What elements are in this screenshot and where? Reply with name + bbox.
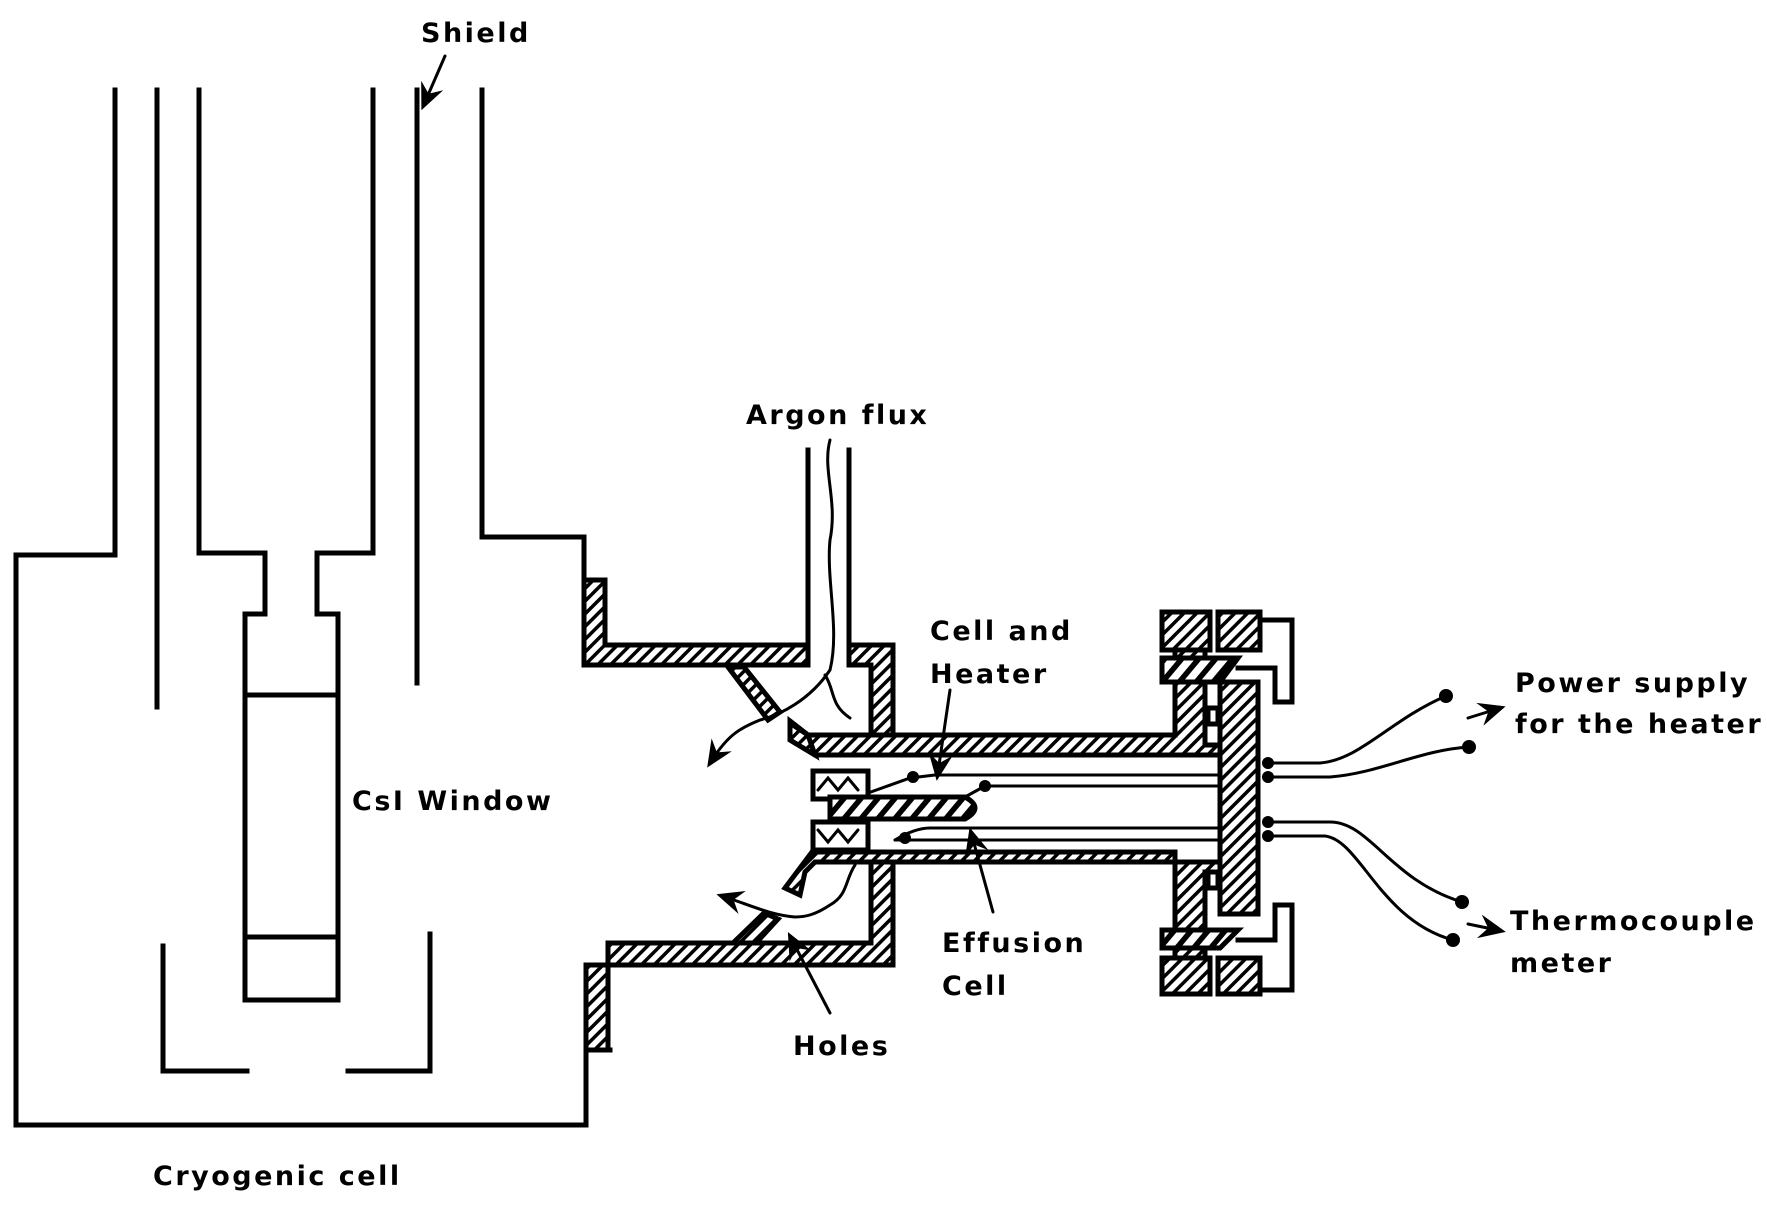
heater-lead-dot-1 <box>907 771 919 783</box>
label-power-supply-2: for the heater <box>1515 709 1763 740</box>
shield-pointer-arrow <box>421 54 447 111</box>
heater-lead-1 <box>866 773 937 795</box>
cap-top-thread <box>816 775 860 793</box>
lower-shield-right <box>345 931 433 1074</box>
label-effusion-cell-2: Cell <box>942 971 1009 1002</box>
argon-tube-housing <box>846 642 896 738</box>
tc-lead <box>893 826 932 842</box>
label-effusion-cell-1: Effusion <box>942 928 1086 959</box>
cryogenic-cell <box>13 87 613 1128</box>
outer-shroud <box>13 87 613 1128</box>
effusion-cell-pointer-arrow <box>965 827 995 914</box>
clamp-top-inner-block <box>1215 609 1263 653</box>
label-argon-flux: Argon flux <box>746 400 929 431</box>
clamp-bottom-screw <box>1159 927 1245 951</box>
label-power-supply-1: Power supply <box>1515 668 1750 699</box>
outer-shroud-right <box>479 87 587 583</box>
thermocouple-arrow <box>1466 914 1506 939</box>
arrows <box>421 54 1506 1015</box>
heater-body <box>827 794 978 822</box>
label-cryogenic-cell: Cryogenic cell <box>153 1161 402 1192</box>
tc-lead-out-2 <box>1266 834 1455 942</box>
clamp-bottom-inner-block <box>1215 955 1263 997</box>
power-lead-2 <box>1266 745 1471 779</box>
cap-bottom-thread <box>816 827 860 845</box>
lower-hole-baffle <box>726 910 783 946</box>
power-terminal-2 <box>1462 740 1476 754</box>
clamp-top-screw <box>1159 655 1243 685</box>
effusion-cell <box>810 768 991 853</box>
upper-housing-wall <box>581 577 811 668</box>
label-holes: Holes <box>793 1031 890 1062</box>
tc-lead-out-1 <box>1266 820 1464 904</box>
lower-housing-wall <box>583 857 896 1053</box>
label-thermocouple-1: Thermocouple <box>1510 906 1757 937</box>
cell-heater-pointer-arrow <box>928 688 953 781</box>
clamp-bottom-outer-block <box>1159 955 1213 997</box>
clamp-top-bracket <box>1235 617 1295 705</box>
power-terminal-1 <box>1439 689 1453 703</box>
label-cell-and-heater-2: Heater <box>930 659 1049 690</box>
label-cell-and-heater-1: Cell and <box>930 616 1073 647</box>
cold-finger <box>196 87 376 1003</box>
label-csi-window: CsI Window <box>352 786 553 817</box>
lower-flow-path <box>716 863 857 919</box>
tc-terminal-1 <box>1455 895 1469 909</box>
power-supply-arrow <box>1466 702 1506 726</box>
clamp-top-outer-block <box>1159 609 1213 653</box>
feedthrough-plate <box>1217 679 1261 917</box>
tube-upper-wall-bevel <box>787 718 820 761</box>
cell-cap-bottom <box>810 819 871 853</box>
argon-flow-path <box>707 438 836 768</box>
heater-lead-dot-2 <box>979 780 991 792</box>
inlet-housing <box>581 447 896 1053</box>
power-lead-1 <box>1266 694 1448 765</box>
oring-top <box>1205 705 1221 727</box>
upper-hole-baffle <box>722 664 784 724</box>
tc-terminal-2 <box>1446 933 1460 947</box>
oring-bottom <box>1205 869 1221 891</box>
argon-flow-branch <box>823 673 852 720</box>
label-shield: Shield <box>421 18 531 49</box>
clamp-bottom-bracket <box>1235 902 1295 993</box>
labels: Shield CsI Window Cryogenic cell Argon f… <box>153 18 1763 1192</box>
holes-pointer-arrow <box>787 932 832 1015</box>
lower-shield-left <box>160 943 250 1074</box>
label-thermocouple-2: meter <box>1510 948 1613 979</box>
flange-assembly <box>1159 609 1476 997</box>
